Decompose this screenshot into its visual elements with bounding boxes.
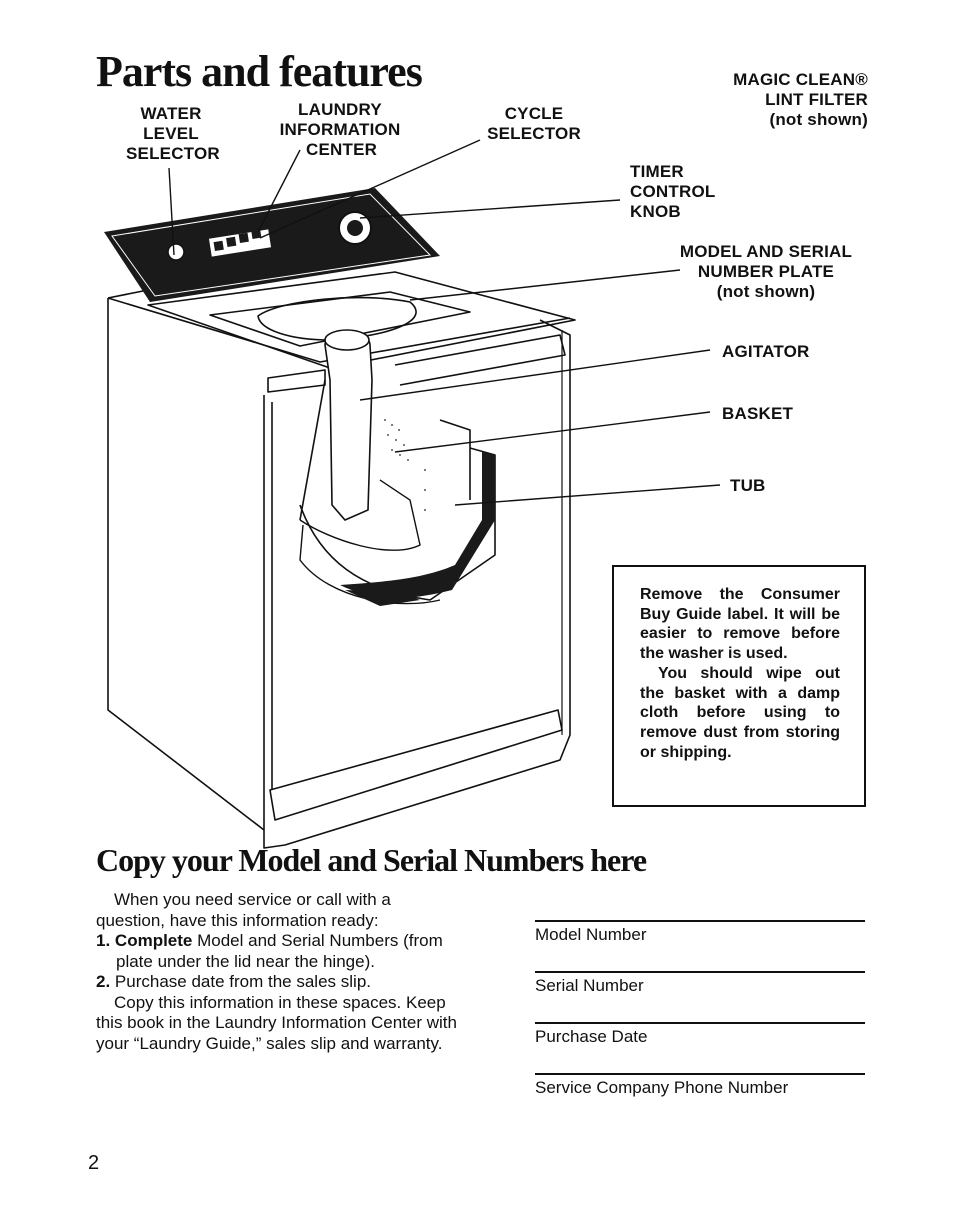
label-line: TIMER: [630, 162, 684, 181]
notice-strong: Remove: [640, 586, 703, 603]
instructions-outro: Copy this information in these spaces. K…: [96, 992, 457, 1053]
field-purchase-date[interactable]: Purchase Date: [535, 1022, 865, 1073]
item-text: Purchase date from the sales slip.: [114, 972, 371, 991]
instructions-intro: When you need service or call with a que…: [96, 890, 391, 930]
washer-illustration: [104, 139, 721, 849]
label-line: MAGIC CLEAN®: [733, 70, 868, 89]
label-line: SELECTOR: [487, 124, 581, 143]
item-number: 2.: [96, 972, 111, 991]
label-line: SELECTOR: [126, 144, 220, 163]
label-water-level-selector: WATER LEVEL SELECTOR: [126, 104, 220, 164]
label-model-serial-plate: MODEL AND SERIAL NUMBER PLATE (not shown…: [676, 242, 856, 302]
field-label: Purchase Date: [535, 1027, 648, 1046]
field-serial-number[interactable]: Serial Number: [535, 971, 865, 1022]
field-label: Model Number: [535, 925, 647, 944]
item-text: Model and Serial Numbers (from plate und…: [116, 931, 443, 971]
field-service-phone[interactable]: Service Company Phone Number: [535, 1073, 865, 1124]
info-fields: Model Number Serial Number Purchase Date…: [535, 920, 865, 1124]
label-line: WATER: [140, 104, 202, 123]
label-laundry-information: LAUNDRY INFORMATION: [270, 100, 410, 140]
label-line: (not shown): [716, 282, 816, 301]
label-line: INFORMATION: [279, 120, 401, 139]
section-title: Copy your Model and Serial Numbers here: [96, 842, 647, 878]
page-number: 2: [88, 1152, 100, 1174]
label-line: NUMBER PLATE: [697, 262, 835, 281]
label-line: CONTROL: [630, 182, 716, 201]
instructions-item-1: 1. Complete Model and Serial Numbers (fr…: [96, 931, 462, 972]
label-cycle-selector: CYCLE SELECTOR: [486, 104, 582, 144]
label-line: KNOB: [630, 202, 681, 221]
instructions-item-2: 2. Purchase date from the sales slip.: [96, 972, 462, 993]
field-label: Serial Number: [535, 976, 644, 995]
item-strong: Complete: [114, 931, 193, 950]
label-laundry-center: CENTER: [306, 140, 378, 159]
label-timer-control-knob: TIMER CONTROL KNOB: [630, 162, 715, 222]
notice-paragraph-1: Remove the Consumer Buy Guide label. It …: [640, 585, 840, 664]
label-line: LAUNDRY: [298, 100, 382, 119]
label-magic-clean-lint-filter: MAGIC CLEAN® LINT FILTER (not shown): [728, 70, 868, 130]
instructions: When you need service or call with a que…: [96, 890, 462, 1054]
label-line: (not shown): [769, 110, 868, 129]
notice-paragraph-2: You should wipe out the basket with a da…: [640, 664, 840, 761]
field-label: Service Company Phone Number: [535, 1078, 789, 1097]
notice-box: Remove the Consumer Buy Guide label. It …: [612, 565, 866, 807]
label-basket: BASKET: [722, 404, 794, 423]
label-line: CYCLE: [504, 104, 564, 123]
label-line: MODEL AND SERIAL: [679, 242, 853, 261]
page-title: Parts and features: [96, 47, 423, 96]
label-line: LINT FILTER: [765, 90, 868, 109]
field-model-number[interactable]: Model Number: [535, 920, 865, 971]
notice-text: the Consumer Buy Guide label. It will be…: [640, 586, 840, 663]
item-number: 1.: [96, 931, 111, 950]
label-line: LEVEL: [143, 124, 199, 143]
label-agitator: AGITATOR: [722, 342, 810, 361]
label-tub: TUB: [730, 476, 766, 495]
